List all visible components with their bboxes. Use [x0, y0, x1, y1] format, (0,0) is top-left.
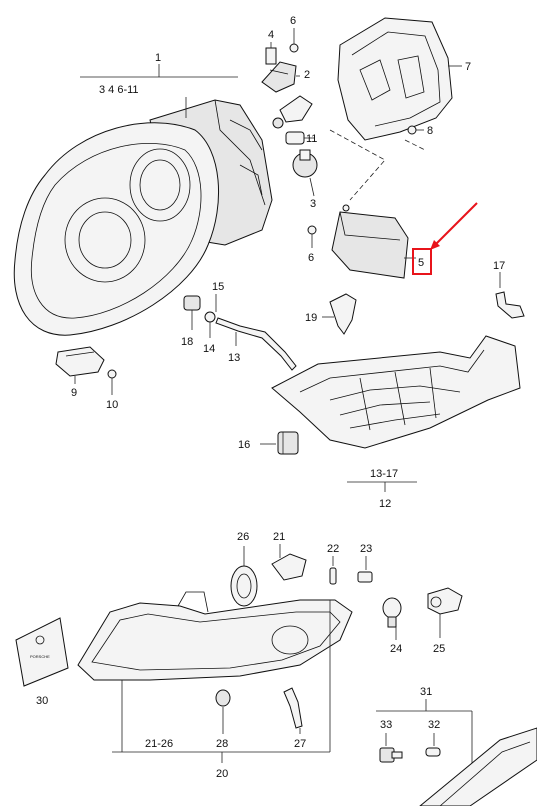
clip-part-17 — [495, 272, 525, 319]
callout-label-16: 16 — [238, 439, 250, 451]
callout-label-6a: 6 — [290, 15, 296, 27]
bulb-part-32 — [425, 733, 441, 757]
callout-label-33: 33 — [380, 719, 392, 731]
screw-part-6-top — [289, 28, 299, 53]
callout-label-9: 9 — [71, 387, 77, 399]
bulb-h7 — [272, 95, 313, 129]
bulb-part-33 — [379, 733, 403, 763]
callout-label-21: 21 — [273, 531, 285, 543]
bulb-part-3 — [292, 149, 318, 197]
bracket-part-19 — [322, 293, 357, 335]
callout-label-31: 31 — [420, 686, 432, 698]
screw-part-10 — [107, 369, 117, 395]
callout-label-30: 30 — [36, 695, 48, 707]
emblem-wordmark: PORSCHE — [30, 654, 50, 659]
bulb-part-23 — [357, 556, 373, 583]
callout-label-23: 23 — [360, 543, 372, 555]
socket-part-2 — [261, 61, 300, 93]
connector-part-16 — [260, 431, 299, 455]
callout-label-17: 17 — [493, 260, 505, 272]
carrier-tray-part-12 — [271, 335, 521, 449]
control-unit-part-5 — [331, 204, 416, 279]
callout-range-20: 21-26 — [145, 738, 173, 750]
housing-cover-part-7 — [337, 17, 462, 141]
callout-label-25: 25 — [433, 643, 445, 655]
callout-label-20: 20 — [216, 768, 228, 780]
callout-label-26: 26 — [237, 531, 249, 543]
callout-label-28: 28 — [216, 738, 228, 750]
callout-label-8: 8 — [427, 125, 433, 137]
red-arrow-icon — [430, 240, 440, 250]
gasket-part-26 — [230, 546, 258, 607]
bulb-part-22 — [329, 556, 337, 585]
callout-label-3: 3 — [310, 198, 316, 210]
callout-label-32: 32 — [428, 719, 440, 731]
clip-part-4 — [265, 42, 277, 65]
screw-part-6-mid — [307, 225, 317, 248]
callout-label-7: 7 — [465, 61, 471, 73]
callout-label-6b: 6 — [308, 252, 314, 264]
callout-label-15: 15 — [212, 281, 224, 293]
bracket-part-9 — [55, 346, 105, 384]
callout-label-18: 18 — [181, 336, 193, 348]
bulb-socket-part-21 — [271, 544, 307, 581]
callout-label-19: 19 — [305, 312, 317, 324]
callout-1: 1 3 4 6-11 — [80, 52, 238, 118]
callout-range-12: 13-17 — [370, 468, 398, 480]
callout-label-13: 13 — [228, 352, 240, 364]
callout-label-27: 27 — [294, 738, 306, 750]
callout-label-10: 10 — [106, 399, 118, 411]
headlight-assembly — [13, 99, 273, 336]
callout-label-14: 14 — [203, 343, 215, 355]
bulb-part-11 — [285, 131, 314, 145]
highlight-callout-5: 5 — [412, 202, 478, 275]
socket-part-25 — [427, 587, 463, 638]
hose-part-13 — [215, 317, 297, 371]
screw-part-8 — [407, 125, 424, 135]
callout-label-22: 22 — [327, 543, 339, 555]
plug-part-28 — [215, 689, 231, 734]
hose-part-27 — [283, 687, 303, 734]
side-indicator-assembly — [77, 591, 353, 681]
callout-label-24: 24 — [390, 643, 402, 655]
callout-label-11: 11 — [306, 133, 317, 145]
emblem-label-part-30: PORSCHE — [15, 617, 69, 687]
callout-label-4: 4 — [268, 29, 274, 41]
callout-range-1: 3 4 6-11 — [99, 84, 139, 96]
callout-label-1: 1 — [155, 52, 161, 64]
callout-label-2: 2 — [304, 69, 310, 81]
callout-label-12: 12 — [379, 498, 391, 510]
side-marker-light — [419, 727, 537, 806]
bulb-part-24 — [382, 597, 402, 640]
plug-part-14 — [204, 311, 216, 338]
seal-part-18 — [183, 295, 201, 330]
callout-label-5: 5 — [418, 257, 424, 269]
